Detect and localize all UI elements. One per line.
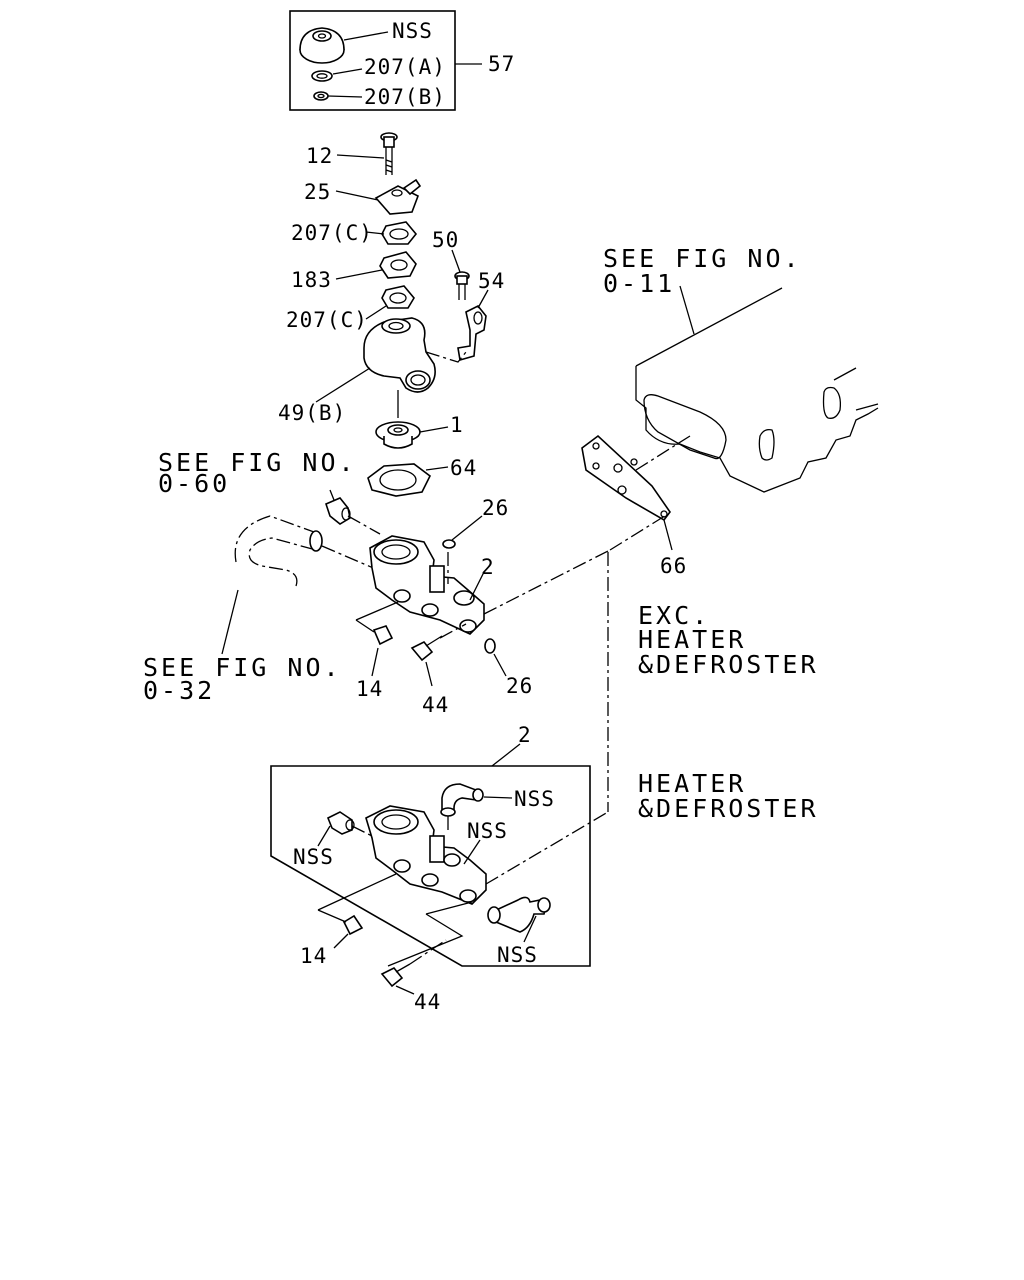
label-66: 66 <box>660 554 687 578</box>
thermostat-housing-49b-part <box>363 317 467 418</box>
water-outlet-25-part <box>374 178 422 215</box>
plug-14-upper-part <box>372 625 394 646</box>
elbow-nss-part <box>440 783 484 817</box>
ref-fig-032-line2: 0-32 <box>143 676 215 705</box>
heater-variant-box <box>270 765 591 967</box>
label-26-lower: 26 <box>506 674 533 698</box>
sensor-fig-060-part <box>325 497 351 525</box>
label-54: 54 <box>478 269 505 293</box>
label-nss-hose: NSS <box>497 943 538 967</box>
thermostat-1-part <box>375 421 421 449</box>
label-207a: 207(A) <box>364 55 446 79</box>
label-25: 25 <box>304 180 331 204</box>
label-49b: 49(B) <box>278 401 346 425</box>
bolt-12-part <box>380 132 398 175</box>
label-14-upper: 14 <box>356 677 383 701</box>
thermostat-housing-183-part <box>379 251 417 279</box>
label-64: 64 <box>450 456 477 480</box>
label-1: 1 <box>450 413 464 437</box>
sensor-nss-part <box>326 811 355 835</box>
label-44-upper: 44 <box>422 693 449 717</box>
label-44-lower: 44 <box>414 990 441 1014</box>
water-pipe-heater-part <box>365 805 487 905</box>
water-pipe-2-part <box>369 535 485 635</box>
plug-26-lower-part <box>484 638 496 654</box>
plug-26-upper-part <box>442 539 456 549</box>
label-207b: 207(B) <box>364 85 446 109</box>
label-207c-upper: 207(C) <box>291 221 373 245</box>
hose-nss-part <box>487 896 551 933</box>
ref-fig-032-line1: SEE FIG NO. <box>143 653 342 682</box>
bolt-44-lower-part <box>380 963 411 988</box>
bolt-50-part <box>454 271 470 300</box>
label-207c-lower: 207(C) <box>286 308 368 332</box>
seal-207a-part <box>311 70 333 82</box>
label-nss-pipe: NSS <box>467 819 508 843</box>
cylinder-head-outline <box>635 287 879 493</box>
label-57: 57 <box>488 52 515 76</box>
bracket-54-part <box>457 304 487 362</box>
kit-57-box <box>289 10 456 111</box>
ref-fig-060-line1: SEE FIG NO. <box>158 448 357 477</box>
label-14-lower: 14 <box>300 944 327 968</box>
variant-exc-line2: HEATER <box>638 625 746 654</box>
label-nss-cap: NSS <box>392 19 433 43</box>
gasket-66-part <box>581 434 671 522</box>
label-2-box: 2 <box>518 723 532 747</box>
label-nss-elbow: NSS <box>514 787 555 811</box>
variant-exc-line3: &DEFROSTER <box>638 650 819 679</box>
ref-fig-060-line2: 0-60 <box>158 469 230 498</box>
gasket-64-part <box>367 463 432 497</box>
ref-fig-011-line1: SEE FIG NO. <box>603 244 802 273</box>
gasket-207c-upper-part <box>381 221 418 245</box>
kit-57-group: NSS 207(A) 207(B) 57 <box>289 10 515 111</box>
label-nss-sensor: NSS <box>293 845 334 869</box>
label-2-top: 2 <box>481 555 495 579</box>
variant-with-line1: HEATER <box>638 769 746 798</box>
bolt-44-upper-part <box>410 635 443 662</box>
label-26-upper: 26 <box>482 496 509 520</box>
label-12: 12 <box>306 144 333 168</box>
label-50: 50 <box>432 228 459 252</box>
hose-to-fig-032 <box>234 515 323 587</box>
gasket-207c-lower-part <box>381 285 415 309</box>
variant-with-line2: &DEFROSTER <box>638 794 819 823</box>
variant-exc-line1: EXC. <box>638 601 710 630</box>
seal-207b-part <box>313 91 329 101</box>
cap-nss-part <box>299 27 345 64</box>
label-183: 183 <box>291 268 332 292</box>
plug-14-lower-part <box>342 914 364 936</box>
ref-fig-011-line2: 0-11 <box>603 269 675 298</box>
